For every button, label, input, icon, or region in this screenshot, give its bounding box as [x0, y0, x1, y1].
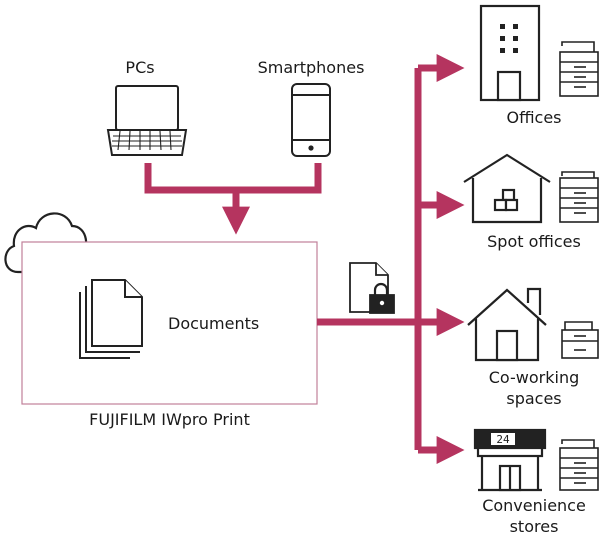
service-name: FUJIFILM IWpro Print: [89, 410, 250, 429]
iwpro-print-box: [21, 241, 318, 405]
printer-icon: [559, 171, 599, 223]
printer-icon: [561, 321, 599, 359]
store-sign-text: 24: [496, 433, 510, 446]
smartphone-icon: [291, 83, 331, 157]
house-icon: [463, 153, 551, 224]
office-building-icon: [479, 4, 541, 102]
destination-label-coworking: Co-working spaces: [488, 368, 580, 408]
destination-label-convenience: Convenience stores: [482, 496, 586, 536]
destination-label-offices: Offices: [506, 108, 562, 127]
printer-icon: [559, 439, 599, 491]
laptop-icon: [106, 85, 188, 156]
convenience-store-icon: [473, 428, 547, 492]
secure-document-icon: [349, 262, 395, 314]
upload-arrows: [144, 163, 322, 235]
printer-icon: [559, 41, 599, 97]
documents-icon: [79, 279, 143, 359]
distribution-arrows: [317, 54, 465, 464]
destination-label-spot-offices: Spot offices: [487, 232, 581, 251]
documents-label: Documents: [168, 314, 260, 333]
coworking-house-icon: [467, 287, 547, 362]
pc-label: PCs: [125, 58, 155, 77]
smartphone-label: Smartphones: [257, 58, 365, 77]
